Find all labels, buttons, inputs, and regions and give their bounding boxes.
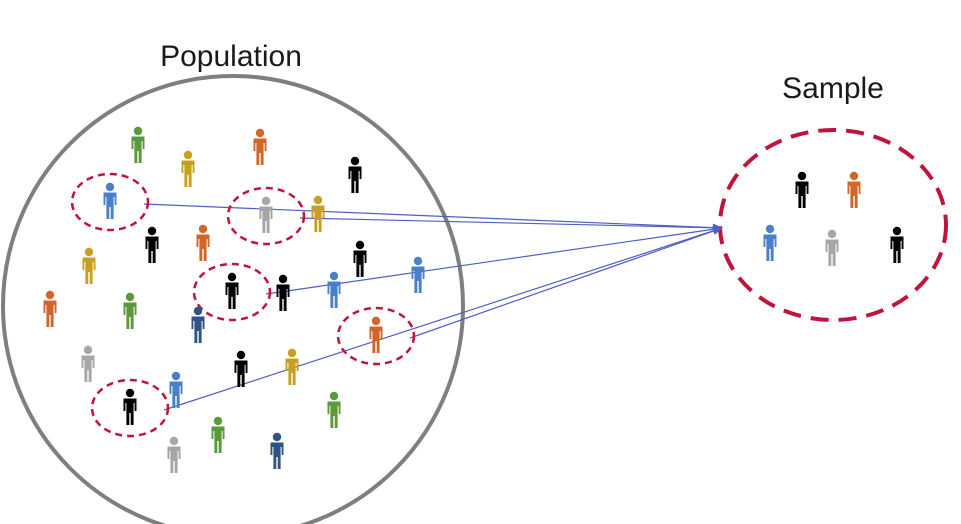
sample-person-icon: [795, 171, 809, 208]
person-icon: [169, 371, 183, 408]
sampling-arrow: [143, 203, 723, 232]
person-icon: [369, 316, 383, 353]
sample-person-icon: [890, 226, 904, 263]
sample-person-icon: [763, 224, 777, 261]
person-icon: [81, 345, 95, 382]
person-icon: [211, 416, 225, 453]
person-icon: [145, 226, 159, 263]
person-icon: [103, 182, 117, 219]
population-label: Population: [160, 40, 302, 73]
person-icon: [259, 196, 273, 233]
sampling-arrow: [409, 227, 723, 339]
selection-ring: [336, 306, 416, 366]
person-icon: [43, 290, 57, 327]
sample-ring: [718, 128, 948, 322]
person-icon: [167, 436, 181, 473]
person-icon: [181, 150, 195, 187]
person-icon: [82, 247, 96, 284]
person-icon: [311, 195, 325, 232]
selection-ring: [192, 262, 272, 322]
person-icon: [348, 156, 362, 193]
person-icon: [253, 128, 267, 165]
sample-person-icon: [825, 229, 839, 266]
selection-ring: [226, 186, 306, 246]
population-people: [43, 126, 425, 473]
selection-ring: [90, 378, 170, 438]
person-icon: [327, 271, 341, 308]
sampling-arrow: [265, 225, 723, 295]
population-circle: [1, 74, 465, 524]
person-icon: [225, 272, 239, 309]
person-icon: [196, 224, 210, 261]
person-icon: [131, 126, 145, 163]
person-icon: [276, 274, 290, 311]
selection-ring: [70, 172, 150, 232]
person-icon: [123, 292, 137, 329]
sampling-arrow: [299, 217, 723, 232]
sampling-arrows: [143, 203, 723, 411]
sample-people: [763, 171, 904, 266]
person-icon: [353, 240, 367, 277]
person-icon: [270, 432, 284, 469]
person-icon: [234, 350, 248, 387]
person-icon: [191, 306, 205, 343]
person-icon: [411, 256, 425, 293]
sample-label: Sample: [782, 72, 884, 105]
sampling-arrow: [163, 226, 723, 411]
selection-rings: [70, 172, 416, 438]
sample-person-icon: [847, 171, 861, 208]
person-icon: [327, 391, 341, 428]
person-icon: [123, 388, 137, 425]
